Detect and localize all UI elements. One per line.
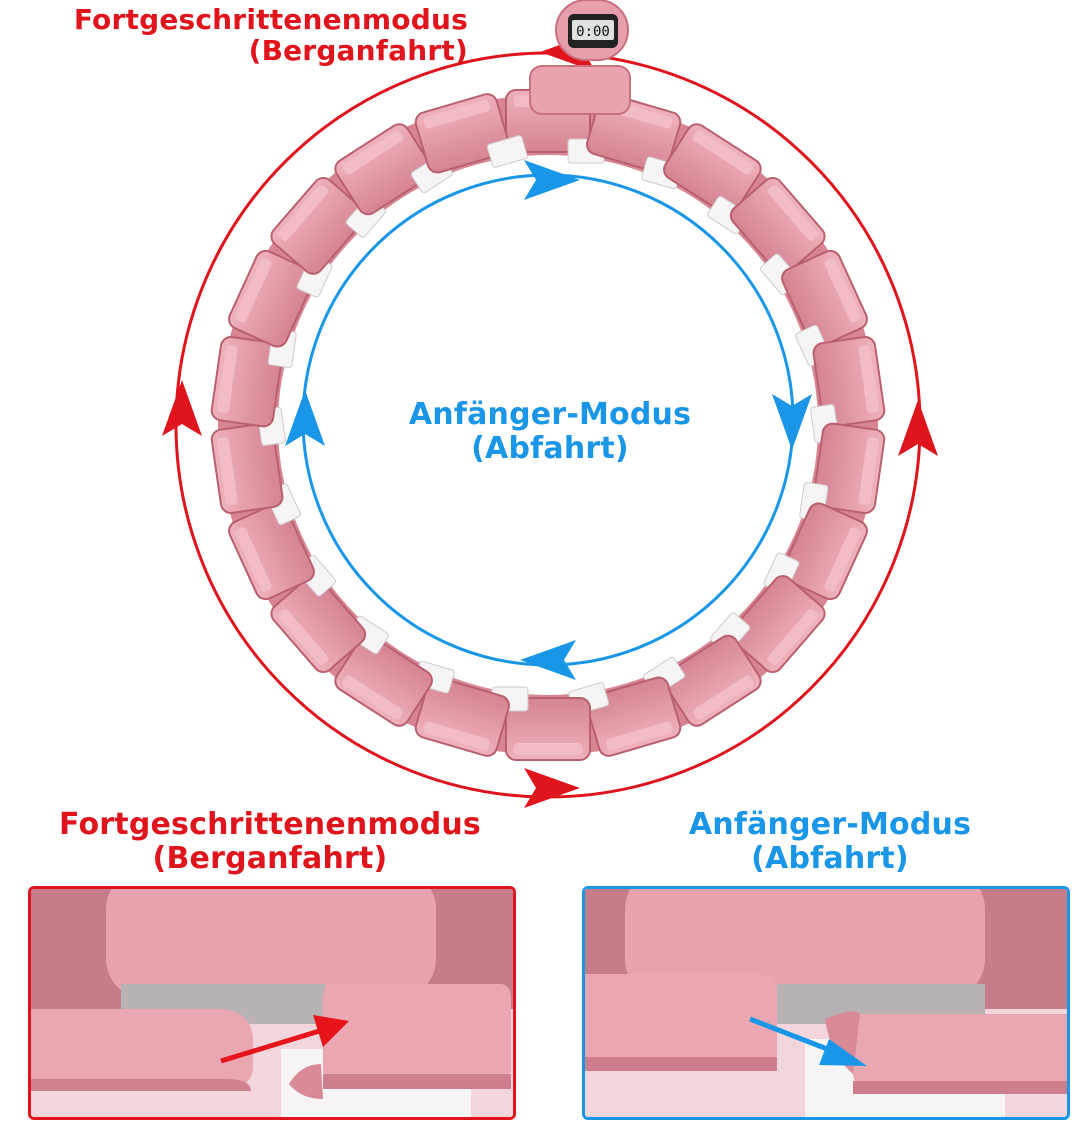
advanced-mode-title-2: Fortgeschrittenenmodus	[59, 807, 481, 842]
hoop-segment	[568, 676, 682, 757]
advanced-mode-bottom-label: Fortgeschrittenenmodus (Berganfahrt)	[20, 808, 520, 875]
beginner-joint-closeup	[585, 889, 1067, 1117]
advanced-mode-subtitle: (Berganfahrt)	[248, 34, 468, 68]
advanced-detail-panel	[28, 886, 516, 1120]
advanced-arrow-icon	[524, 768, 580, 808]
beginner-detail-panel	[582, 886, 1070, 1120]
beginner-mode-bottom-label: Anfänger-Modus (Abfahrt)	[620, 808, 1040, 875]
advanced-arrow-icon	[898, 400, 938, 456]
beginner-mode-subtitle-2: (Abfahrt)	[751, 840, 909, 876]
hoop-ring-icon	[210, 89, 886, 761]
beginner-arrow-icon	[772, 394, 812, 450]
beginner-mode-center-label: Anfänger-Modus (Abfahrt)	[340, 398, 760, 465]
beginner-mode-title: Anfänger-Modus	[408, 397, 692, 432]
beginner-arrow-icon	[285, 390, 325, 446]
hoop-segment	[210, 406, 286, 514]
hoop-segment	[334, 123, 453, 216]
advanced-joint-closeup	[31, 889, 513, 1117]
hoop-segment	[270, 176, 386, 275]
beginner-mode-title-2: Anfänger-Modus	[688, 807, 972, 842]
hoop-segment	[810, 336, 886, 444]
hoop-segment	[491, 686, 591, 761]
counter-display-icon: 0:00	[529, 0, 631, 115]
advanced-mode-subtitle-2: (Berganfahrt)	[152, 840, 388, 876]
advanced-mode-title: Fortgeschrittenenmodus	[73, 3, 468, 36]
beginner-arrow-icon	[524, 160, 580, 200]
hoop-segment	[414, 93, 528, 174]
beginner-arrow-icon	[520, 640, 576, 680]
counter-time: 0:00	[576, 24, 610, 40]
arrow-icon	[749, 1016, 867, 1066]
hoop-segment	[228, 249, 333, 348]
advanced-mode-top-label: Fortgeschrittenenmodus (Berganfahrt)	[0, 4, 468, 67]
advanced-arrow-icon	[162, 380, 202, 436]
arrow-icon	[220, 1015, 349, 1064]
beginner-mode-subtitle: (Abfahrt)	[471, 430, 629, 466]
hoop-diagram: 0:00	[162, 0, 938, 808]
